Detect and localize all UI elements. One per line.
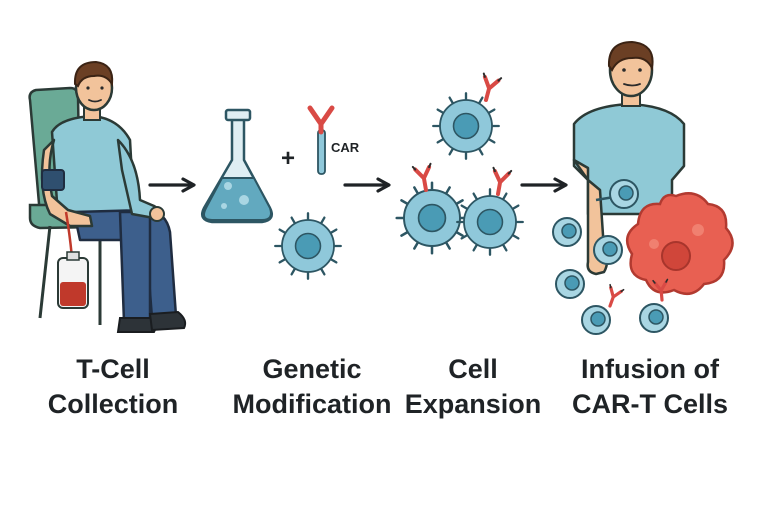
step-caption-line: Collection xyxy=(47,389,179,419)
step-caption-line: Cell xyxy=(448,354,498,384)
car-label: CAR xyxy=(331,140,360,155)
step-caption-line: Expansion xyxy=(404,389,542,419)
step-caption-line: Infusion of xyxy=(581,354,719,384)
car-t-cell-icon xyxy=(397,161,468,253)
car-t-cell-icon xyxy=(433,71,504,159)
car-receptor-icon: CAR xyxy=(307,105,360,175)
blood-bag-icon xyxy=(57,251,89,309)
step-caption-line: Genetic xyxy=(262,354,362,384)
car-t-cell-icon xyxy=(555,269,585,299)
step-caption-line: CAR-T Cells xyxy=(571,389,728,419)
tumor-cell-icon xyxy=(625,192,734,296)
car-t-cell-icon xyxy=(457,165,523,255)
step-caption-line: Modification xyxy=(232,389,392,419)
step-caption-genetic-modification: Genetic Modification xyxy=(222,352,402,422)
t-cell-icon xyxy=(609,179,639,209)
car-t-cell-icon xyxy=(552,217,582,247)
flask-icon xyxy=(201,108,273,224)
arrow-right-icon xyxy=(148,177,196,193)
car-t-cell-icon xyxy=(639,303,669,333)
car-receptor-icon xyxy=(601,283,626,311)
arrow-right-icon xyxy=(343,177,391,193)
t-cell-icon xyxy=(275,213,341,279)
step-caption-infusion: Infusion of CAR-T Cells xyxy=(555,352,745,422)
arrow-right-icon xyxy=(520,177,568,193)
step-caption-cell-expansion: Cell Expansion xyxy=(398,352,548,422)
car-t-cell-icon xyxy=(581,305,611,335)
car-t-cell-icon xyxy=(593,235,623,265)
patient-in-chair-icon xyxy=(28,60,187,333)
step-caption-t-cell-collection: T-Cell Collection xyxy=(28,352,198,422)
step-caption-line: T-Cell xyxy=(76,354,150,384)
plus-sign: + xyxy=(281,145,295,172)
